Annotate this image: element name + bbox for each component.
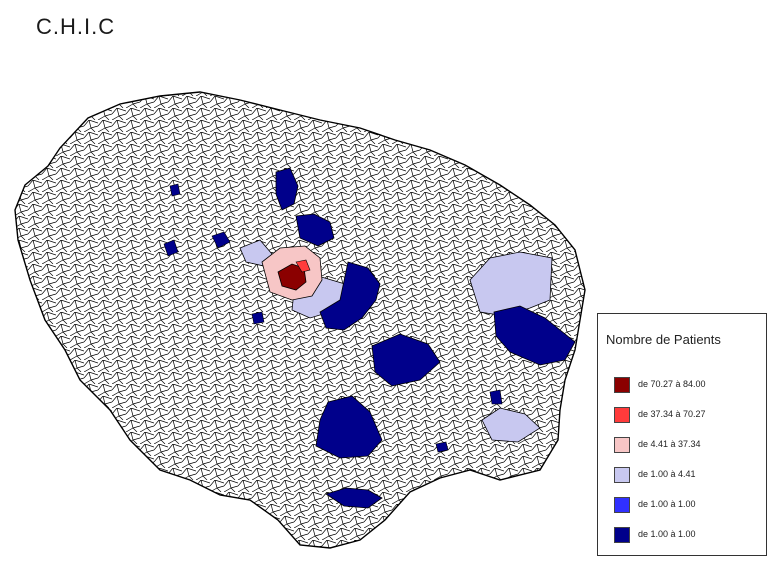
area-dark-blue <box>371 333 441 387</box>
area-dark-blue <box>315 395 383 459</box>
area-light-blue <box>469 251 553 317</box>
legend-label: de 1.00 à 1.00 <box>638 529 696 539</box>
legend-swatch <box>614 377 630 393</box>
area-dark-blue <box>325 487 383 509</box>
area-dark-blue <box>493 305 576 366</box>
legend-swatch <box>614 467 630 483</box>
page-title: C.H.I.C <box>36 14 116 39</box>
legend-swatch <box>614 527 630 543</box>
legend-item: de 1.00 à 4.41 <box>614 466 764 484</box>
legend-item: de 4.41 à 37.34 <box>614 436 764 454</box>
legend: Nombre de Patients de 70.27 à 84.00 de 3… <box>597 313 767 556</box>
choropleth-map <box>14 91 586 549</box>
area-dark-blue <box>435 441 449 453</box>
area-dark-blue <box>489 389 503 405</box>
legend-swatch <box>614 407 630 423</box>
region-outline <box>14 91 586 549</box>
legend-label: de 37.34 à 70.27 <box>638 409 706 419</box>
area-dark-blue <box>251 311 265 325</box>
legend-swatch <box>614 437 630 453</box>
legend-item: de 70.27 à 84.00 <box>614 376 764 394</box>
legend-item: de 1.00 à 1.00 <box>614 496 764 514</box>
area-dark-blue <box>295 213 335 247</box>
area-red <box>295 259 311 273</box>
area-dark-blue <box>169 183 181 197</box>
area-dark-blue <box>319 261 381 331</box>
area-dark-red <box>277 263 307 291</box>
legend-label: de 4.41 à 37.34 <box>638 439 701 449</box>
area-dark-blue <box>211 231 231 249</box>
legend-swatch <box>614 497 630 513</box>
area-dark-blue <box>163 239 179 257</box>
legend-label: de 1.00 à 1.00 <box>638 499 696 509</box>
legend-item: de 37.34 à 70.27 <box>614 406 764 424</box>
legend-label: de 1.00 à 4.41 <box>638 469 696 479</box>
area-dark-blue <box>275 167 299 211</box>
legend-label: de 70.27 à 84.00 <box>638 379 706 389</box>
legend-item: de 1.00 à 1.00 <box>614 526 764 544</box>
legend-title: Nombre de Patients <box>606 332 721 347</box>
area-light-blue <box>481 407 541 443</box>
